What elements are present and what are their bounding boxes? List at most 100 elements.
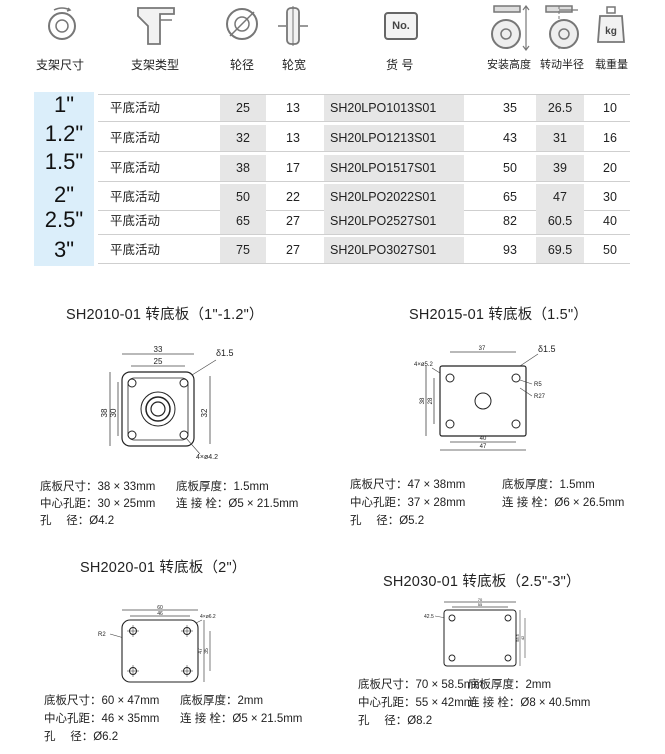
cell-load: 30	[603, 190, 617, 204]
dim-label: 42	[520, 635, 525, 640]
plate-title: SH2010-01 转底板（1"-1.2"）	[66, 307, 264, 323]
dim-label: R2	[98, 632, 106, 638]
dim-label: 4×ø5.2	[414, 362, 434, 368]
spec-text: 连 接 栓：Ø8 × 40.5mm	[468, 697, 591, 709]
plate-drawing: 60 46 R2 4×ø6.2 47 35	[98, 605, 216, 683]
size-label: 1"	[53, 92, 75, 117]
dim-label: R27	[534, 394, 546, 400]
cell-radius: 69.5	[536, 237, 584, 263]
cell-width: 27	[286, 214, 300, 228]
spec-text: 中心孔距：37 × 28mm	[350, 497, 466, 509]
bracket-icon	[137, 7, 175, 45]
cell-width: 22	[286, 190, 300, 204]
dim-label: 4×ø4.2	[196, 454, 218, 461]
dim-label: 37	[479, 346, 486, 352]
header-wheel-dia: 轮径	[230, 58, 255, 72]
header-wheel-width: 轮宽	[282, 58, 307, 72]
spec-text: 底板尺寸：47 × 38mm	[350, 479, 466, 491]
row-divider	[98, 234, 630, 235]
plate-drawing: 33 25 δ1.5 38 30 32 4×ø4.2	[100, 345, 234, 461]
row-divider	[98, 263, 630, 264]
cell-part: SH20LPO2022S01	[324, 184, 464, 210]
cell-dia: 50	[220, 184, 266, 210]
cell-height: 65	[503, 190, 517, 204]
weight-kg-icon: kg	[597, 6, 625, 43]
caster-radius-icon	[545, 5, 579, 50]
size-label: 3"	[53, 237, 75, 262]
wheel-circle-icon	[48, 7, 76, 40]
cell-type: 平底活动	[110, 214, 161, 228]
dim-label: 47	[480, 444, 487, 450]
kg-badge-text: kg	[605, 26, 617, 37]
dim-label: 25	[154, 357, 163, 366]
header-bracket-type: 支架类型	[131, 58, 180, 72]
dim-label: 32	[200, 408, 209, 417]
dim-label: 28	[428, 397, 434, 404]
dim-label: 38	[420, 397, 426, 404]
cell-width: 13	[286, 131, 300, 145]
spec-text: 孔 径：Ø5.2	[350, 515, 425, 527]
cell-type: 平底活动	[110, 161, 161, 175]
spec-text: 孔 径：Ø4.2	[40, 515, 115, 527]
cell-type: 平底活动	[110, 131, 161, 145]
caster-height-icon	[491, 5, 530, 51]
dim-label: R5	[534, 382, 542, 388]
cell-radius: 26.5	[536, 95, 584, 121]
dim-label: δ1.5	[538, 344, 556, 354]
row-divider	[98, 151, 630, 152]
spec-text: 中心孔距：55 × 42mm	[358, 697, 474, 709]
dim-label: δ1.5	[216, 348, 234, 358]
header-install-height: 安装高度	[487, 59, 531, 71]
spec-text: 孔 径：Ø8.2	[358, 715, 433, 727]
cell-radius: 31	[536, 125, 584, 151]
spec-text: 底板尺寸：38 × 33mm	[40, 481, 156, 493]
cell-dia: 32	[220, 125, 266, 151]
dim-label: 42.5	[424, 614, 434, 620]
cell-load: 10	[603, 101, 617, 115]
diameter-icon	[226, 8, 258, 40]
spec-text: 底板厚度：2mm	[468, 679, 552, 691]
cell-height: 43	[503, 131, 517, 145]
wheel-width-icon	[278, 6, 308, 46]
cell-part: SH20LPO2527S01	[324, 208, 464, 234]
size-label: 1.2"	[44, 121, 84, 146]
dim-label: 70	[478, 598, 483, 602]
dim-label: 35	[204, 648, 210, 654]
plate-title: SH2020-01 转底板（2"）	[80, 560, 247, 576]
dim-label: 58.5	[515, 633, 520, 642]
cell-height: 50	[503, 161, 517, 175]
row-divider	[98, 121, 630, 122]
size-column	[34, 92, 94, 266]
row-divider	[98, 181, 630, 182]
cell-width: 17	[286, 161, 300, 175]
dim-label: 47	[198, 648, 204, 654]
header-swivel-radius: 转动半径	[540, 59, 584, 71]
spec-text: 中心孔距：46 × 35mm	[44, 713, 160, 725]
spec-text: 孔 径：Ø6.2	[44, 731, 119, 743]
cell-part: SH20LPO1517S01	[324, 155, 464, 181]
size-label: 2.5"	[44, 207, 84, 232]
cell-dia: 25	[220, 95, 266, 121]
cell-width: 27	[286, 243, 300, 257]
cell-part: SH20LPO3027S01	[324, 237, 464, 263]
cell-dia: 75	[220, 237, 266, 263]
cell-dia: 38	[220, 155, 266, 181]
header-bracket-size: 支架尺寸	[36, 58, 85, 72]
spec-text: 连 接 栓：Ø5 × 21.5mm	[176, 498, 299, 510]
cell-width: 13	[286, 101, 300, 115]
plate-drawing: 70 55 42.5 58.5 42	[424, 598, 526, 667]
spec-text: 底板厚度：1.5mm	[176, 481, 269, 493]
size-label: 2"	[53, 182, 75, 207]
cell-type: 平底活动	[110, 243, 161, 257]
spec-text: 底板尺寸：70 × 58.5mm	[358, 679, 483, 691]
header-part-no: 货 号	[386, 58, 414, 72]
no-badge-text: No.	[392, 20, 410, 32]
spec-text: 底板厚度：2mm	[180, 695, 264, 707]
cell-height: 82	[503, 214, 517, 228]
